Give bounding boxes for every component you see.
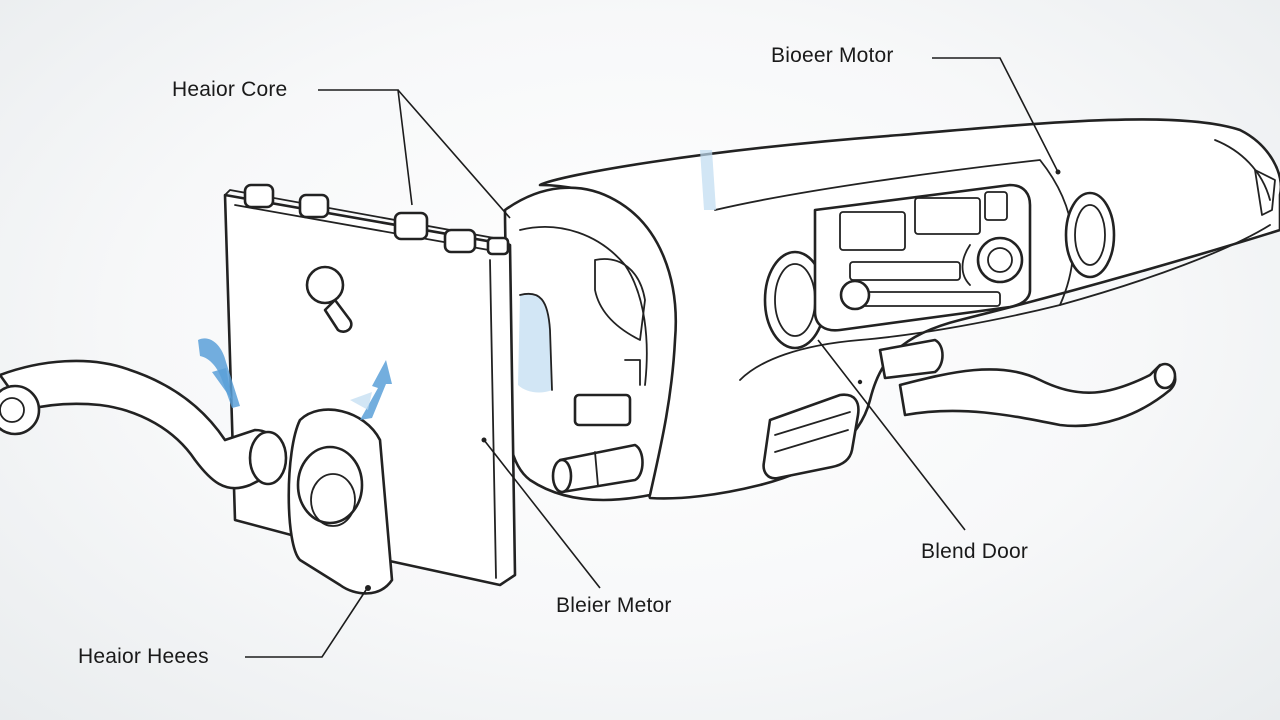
leader-blend-door-dot xyxy=(857,379,863,385)
label-heater-core: Heaior Core xyxy=(172,78,288,101)
airflow-arrows xyxy=(198,338,392,420)
leader-heater-core xyxy=(318,89,413,206)
label-heater-hoses: Heaior Heees xyxy=(78,645,209,668)
label-blower-motor-top: Bioeer Motor xyxy=(771,44,894,67)
leader-heater-core-2 xyxy=(397,89,511,219)
leader-lines xyxy=(245,57,1061,658)
blower-housing xyxy=(503,150,716,502)
leader-blend-door xyxy=(817,339,966,531)
dashboard xyxy=(538,118,1280,500)
leader-heater-hoses xyxy=(245,589,367,658)
leader-blower-top xyxy=(932,57,1059,173)
leader-blower-bottom xyxy=(483,439,601,589)
label-blower-motor-bottom: Bleier Metor xyxy=(556,594,672,617)
label-blend-door: Blend Door xyxy=(921,540,1029,563)
leader-blower-top-dot xyxy=(1055,169,1061,175)
core-fittings xyxy=(243,183,510,256)
heater-hoses xyxy=(0,359,1177,595)
